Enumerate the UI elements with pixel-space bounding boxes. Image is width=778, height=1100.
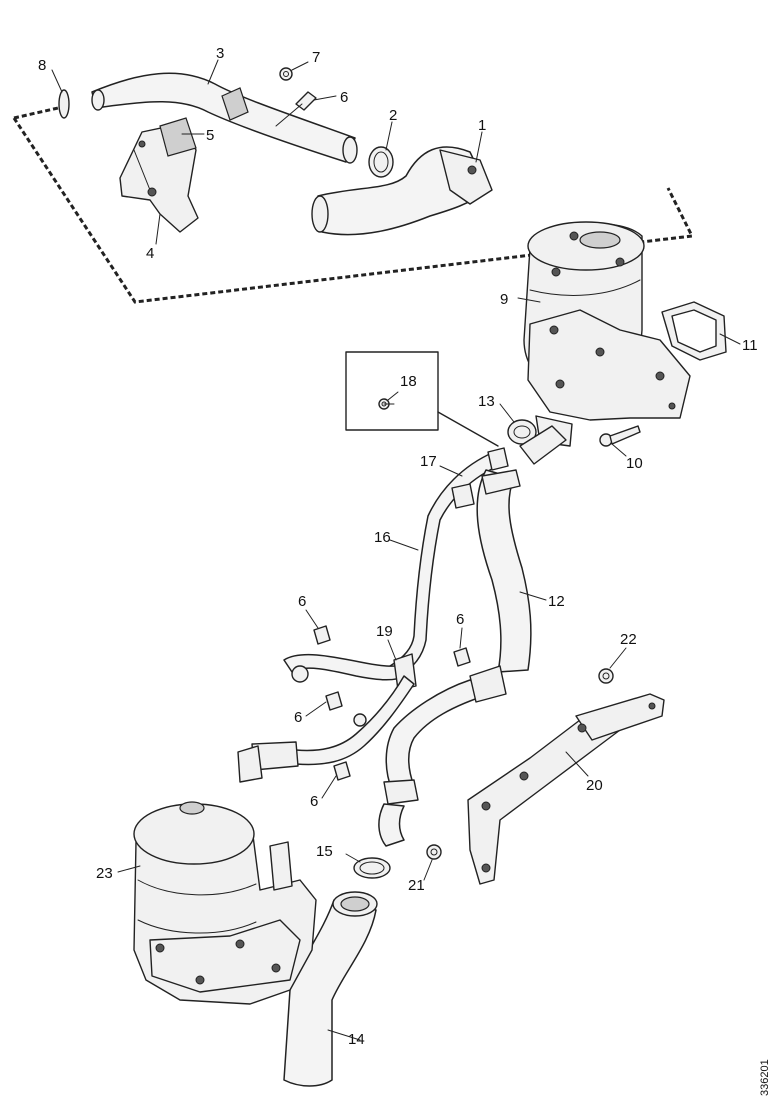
hose-14: [283, 891, 378, 1087]
label-3: 3: [216, 45, 224, 62]
inset-box-18: [345, 351, 499, 447]
hose-lower-assembly: [378, 665, 507, 847]
gasket-11: [661, 301, 727, 361]
label-2: 2: [389, 107, 397, 124]
label-8: 8: [38, 57, 46, 74]
label-10: 10: [626, 455, 643, 472]
label-14: 14: [348, 1031, 365, 1048]
clamp-2: [368, 146, 394, 178]
nut-7-top: [279, 67, 293, 81]
tank-23: [133, 801, 317, 1005]
label-17: 17: [420, 453, 437, 470]
label-5: 5: [206, 127, 214, 144]
label-6-c: 6: [294, 709, 302, 726]
label-11: 11: [742, 337, 758, 354]
hose-1: [311, 146, 493, 236]
drawing-number: 336201: [759, 1059, 771, 1096]
seal-8: [58, 89, 70, 119]
label-20: 20: [586, 777, 603, 794]
label-9: 9: [500, 291, 508, 308]
label-12: 12: [548, 593, 565, 610]
label-22: 22: [620, 631, 637, 648]
bolt-6-a: [313, 625, 331, 645]
nut-22: [598, 668, 614, 684]
label-6-b: 6: [456, 611, 464, 628]
bolt-6-top: [275, 91, 317, 127]
label-19: 19: [376, 623, 393, 640]
clamp-15: [353, 857, 391, 879]
label-6-a: 6: [298, 593, 306, 610]
label-23: 23: [96, 865, 113, 882]
label-18: 18: [400, 373, 417, 390]
label-7: 7: [312, 49, 320, 66]
label-4: 4: [146, 245, 154, 262]
dashed-detail-box: [12, 106, 695, 304]
nut-21: [426, 844, 442, 860]
bolt-6-b: [453, 647, 471, 667]
label-1: 1: [478, 117, 486, 134]
label-6-top: 6: [340, 89, 348, 106]
label-6-d: 6: [310, 793, 318, 810]
unit-9: [523, 221, 691, 447]
bolt-6-d: [333, 761, 351, 781]
label-13: 13: [478, 393, 495, 410]
bracket-4: [119, 117, 199, 233]
pipe-16: [389, 447, 509, 677]
bolt-10: [599, 425, 641, 447]
hose-12: [476, 425, 567, 673]
tube-19-harness: [237, 653, 417, 783]
leader-lines: [51, 59, 741, 1041]
bolt-6-c: [325, 691, 343, 711]
bracket-20: [467, 693, 665, 885]
part-labels: 1 2 3 4 5 6 7 8 9 10 11 12 13 14 15 16 1…: [38, 45, 758, 1048]
label-21: 21: [408, 877, 425, 894]
label-16: 16: [374, 529, 391, 546]
label-15: 15: [316, 843, 333, 860]
pipe-3: [91, 72, 358, 164]
